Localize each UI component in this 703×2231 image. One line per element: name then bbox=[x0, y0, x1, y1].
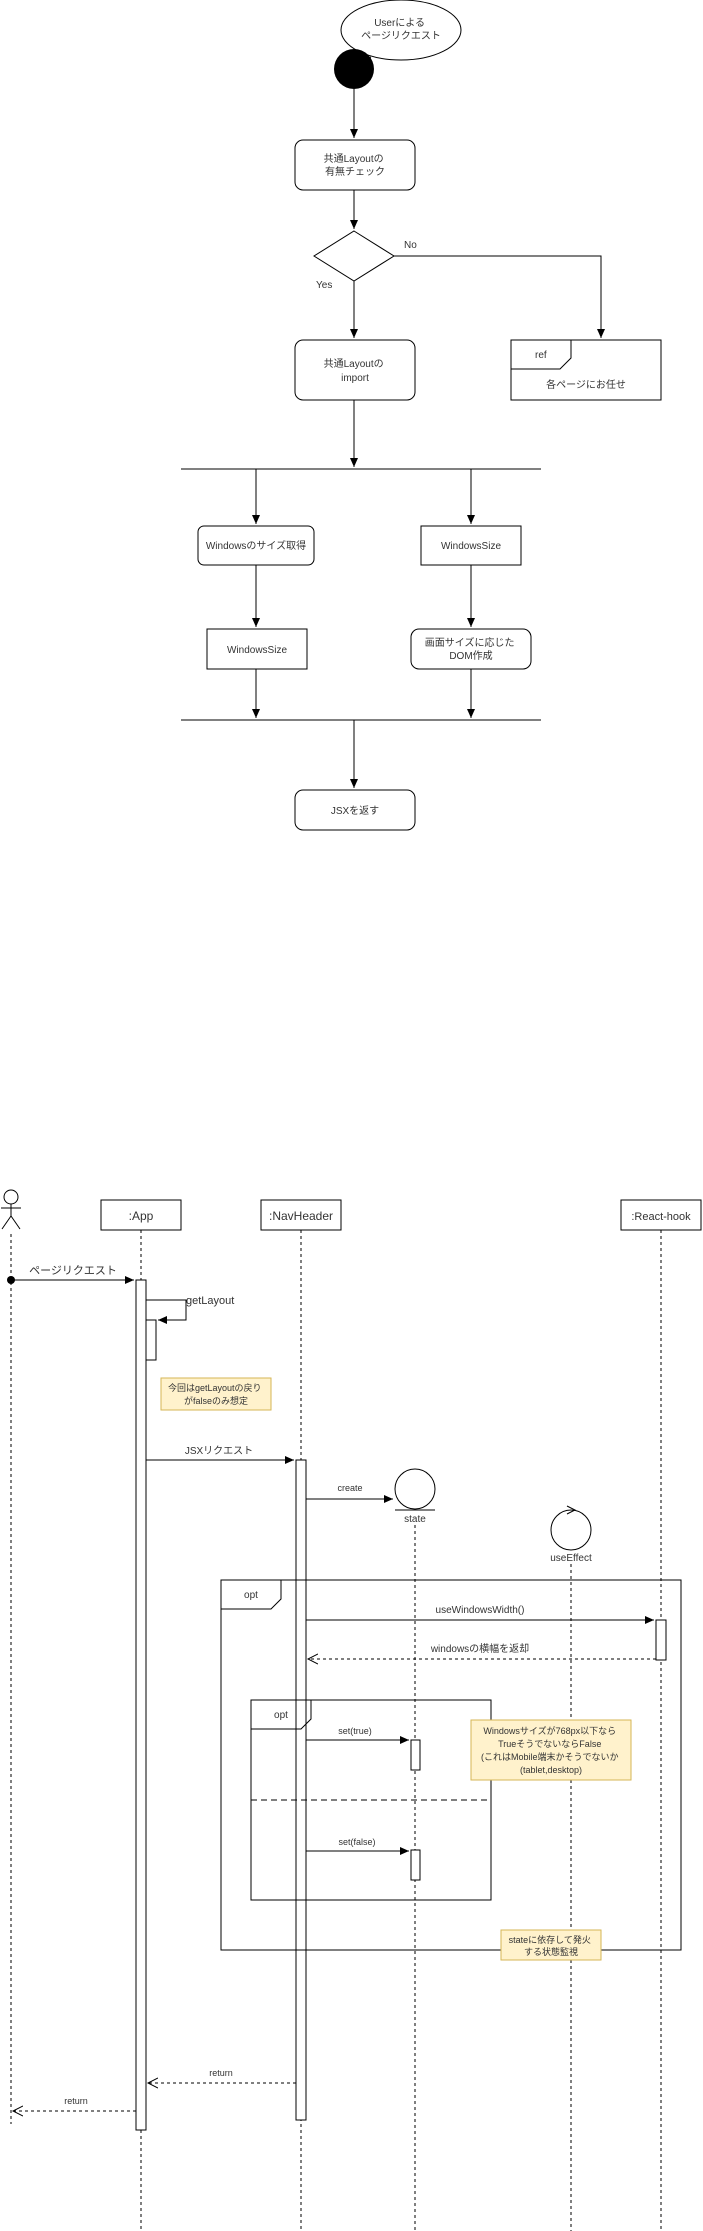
check-layout-action bbox=[294, 139, 416, 191]
windows-note bbox=[470, 1719, 632, 1781]
create-label: create bbox=[337, 1483, 362, 1493]
start-note-ellipse bbox=[340, 0, 462, 61]
sequence-diagram: :App :NavHeader :React-hook state useEff… bbox=[1, 1189, 702, 2231]
participant-navheader bbox=[260, 1199, 342, 1231]
ref-tag: ref bbox=[535, 350, 547, 361]
navheader-activation bbox=[295, 1459, 307, 2121]
layout-note bbox=[160, 1377, 272, 1411]
set-false-label: set(false) bbox=[338, 1837, 375, 1847]
import-layout-action bbox=[294, 339, 416, 401]
state-entity-label: state bbox=[404, 1514, 426, 1525]
windows-note-text: Windowsサイズが768px以下なら TrueそうでないならFalse (こ… bbox=[481, 1725, 621, 1775]
return-jsx-text: JSXを返す bbox=[331, 805, 379, 817]
check-layout-text: 共通Layoutの 有無チェック bbox=[324, 153, 387, 178]
jsx-request-label: JSXリクエスト bbox=[185, 1445, 253, 1457]
opt-outer-fragment bbox=[220, 1579, 682, 1951]
decision-no-label: No bbox=[404, 240, 417, 251]
use-windows-width-label: useWindowsWidth() bbox=[436, 1605, 525, 1616]
use-effect-label: useEffect bbox=[550, 1553, 592, 1564]
participant-navheader-label: :NavHeader bbox=[269, 1209, 333, 1223]
initial-node bbox=[334, 49, 374, 89]
app-self-activation bbox=[145, 1319, 157, 1361]
app-activation bbox=[135, 1279, 147, 2131]
state-activation-2 bbox=[410, 1849, 421, 1881]
set-true-label: set(true) bbox=[338, 1726, 372, 1736]
windows-size-object-b bbox=[420, 525, 522, 566]
create-dom-text: 画面サイズに応じた DOM作成 bbox=[425, 636, 517, 662]
state-note-text: stateに依存して発火 する状態監視 bbox=[509, 1934, 594, 1957]
state-entity-icon bbox=[394, 1468, 436, 1510]
participant-app-label: :App bbox=[129, 1209, 154, 1223]
windows-size-b-text: WindowsSize bbox=[441, 541, 501, 552]
layout-note-text: 今回はgetLayoutの戻り がfalseのみ想定 bbox=[168, 1382, 264, 1406]
ref-frame bbox=[510, 339, 662, 401]
use-effect-control-icon bbox=[550, 1509, 592, 1551]
react-hook-activation bbox=[655, 1619, 667, 1661]
decision-node bbox=[313, 230, 395, 282]
import-layout-text: 共通Layoutの import bbox=[324, 358, 387, 384]
ref-text: 各ページにお任せ bbox=[546, 378, 626, 391]
decision-yes-label: Yes bbox=[316, 280, 332, 291]
start-note-text: Userによる ページリクエスト bbox=[361, 17, 441, 42]
opt-outer-label: opt bbox=[244, 1590, 258, 1601]
windows-size-a-text: WindowsSize bbox=[227, 645, 287, 656]
opt-inner-label: opt bbox=[274, 1710, 288, 1721]
return-app-label: return bbox=[64, 2096, 88, 2106]
state-note bbox=[500, 1929, 602, 1961]
windows-size-object-a bbox=[206, 628, 308, 670]
create-dom-action bbox=[410, 628, 532, 670]
state-activation-1 bbox=[410, 1739, 421, 1771]
ref-tag-pentagon bbox=[511, 339, 572, 370]
return-nav-label: return bbox=[209, 2068, 233, 2078]
actor-user-icon bbox=[1, 1189, 21, 1230]
participant-react-hook bbox=[620, 1199, 702, 1231]
activity-diagram: Userによる ページリクエスト 共通Layoutの 有無チェック No Yes… bbox=[181, 0, 662, 831]
participant-react-hook-label: :React-hook bbox=[631, 1211, 691, 1223]
windows-width-return-label: windowsの横幅を返却 bbox=[430, 1642, 529, 1655]
page-request-label: ページリクエスト bbox=[29, 1264, 117, 1277]
get-window-size-text: Windowsのサイズ取得 bbox=[206, 539, 306, 552]
get-layout-label: getLayout bbox=[186, 1295, 234, 1307]
return-jsx-action bbox=[294, 789, 416, 831]
